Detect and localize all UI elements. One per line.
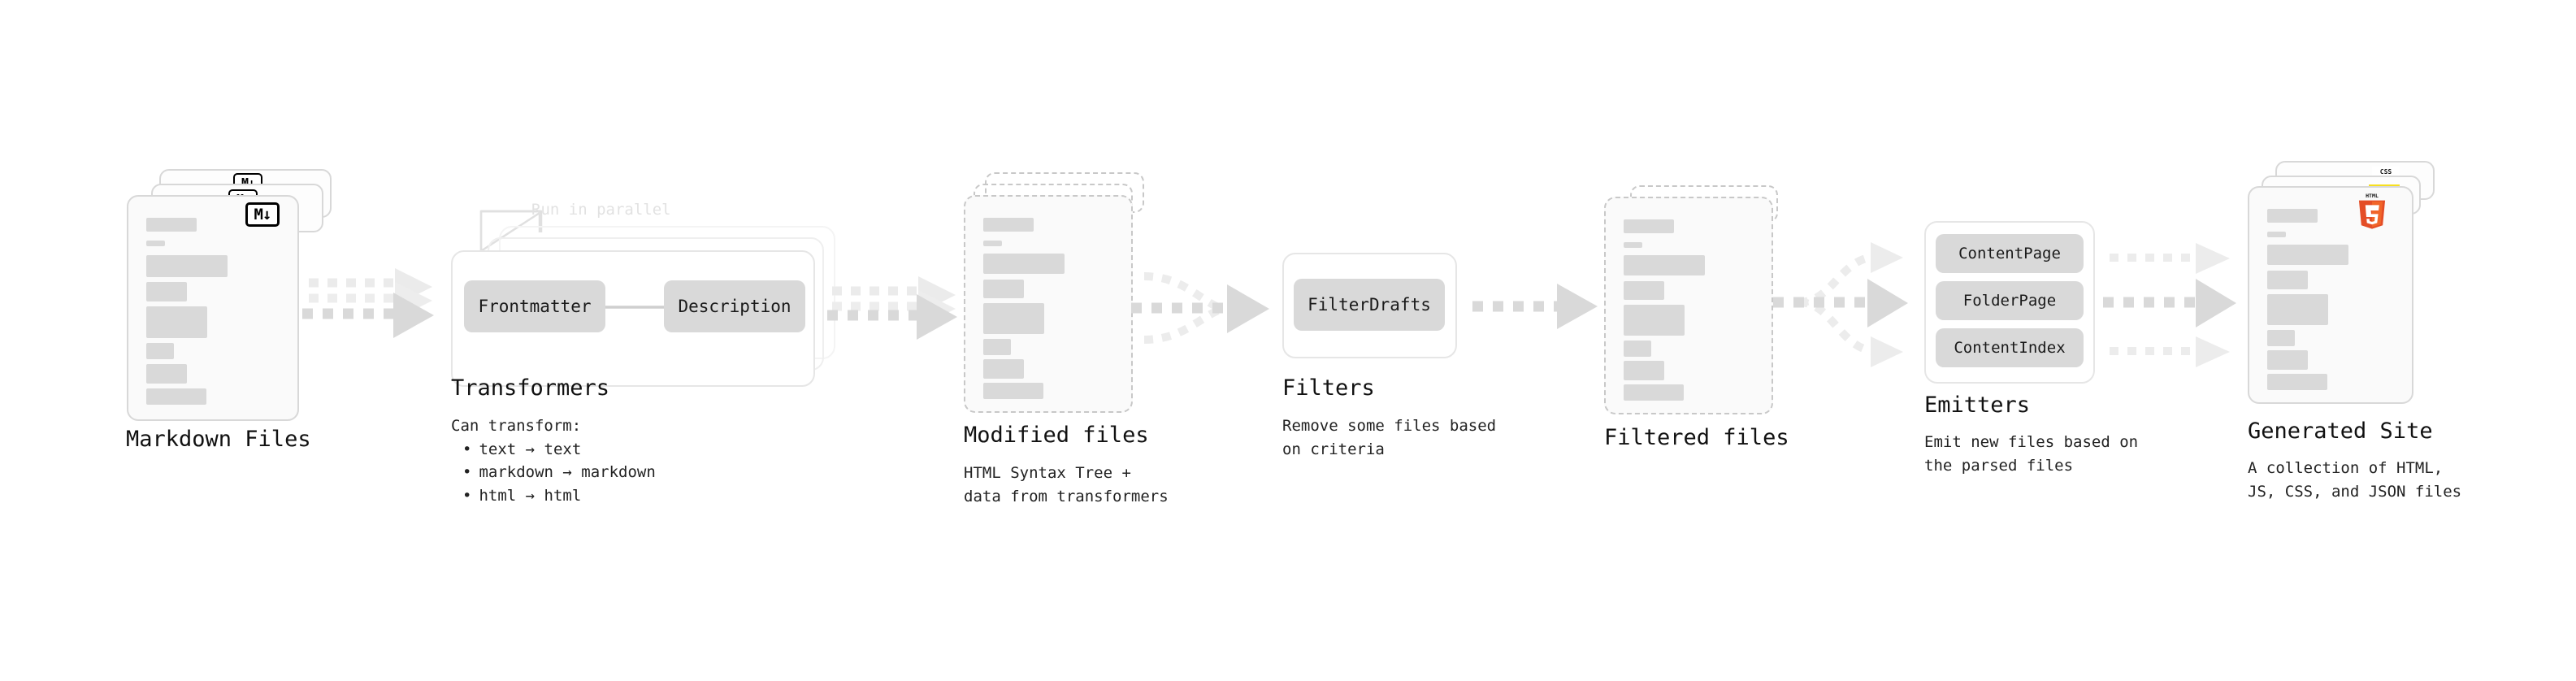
skeleton-line-2 — [983, 280, 1024, 298]
filters-description: Remove some files based on criteria — [1282, 417, 1497, 458]
skeleton-line-6 — [983, 383, 1043, 399]
skeleton-line-6 — [1624, 384, 1684, 401]
transform-item-markdown: markdown → markdown — [462, 461, 655, 484]
emitters-pill-contentindex[interactable]: ContentIndex — [1936, 328, 2084, 367]
skeleton-line-5 — [1624, 361, 1664, 380]
skeleton-title — [146, 218, 197, 232]
emitters-pill-folderpage[interactable]: FolderPage — [1936, 281, 2084, 320]
markdown-badge: M↓ — [245, 202, 280, 227]
filters-pill-filterdrafts[interactable]: FilterDrafts — [1294, 279, 1445, 331]
modified-files-heading: Modified files — [964, 423, 1149, 448]
emitters-heading: Emitters — [1924, 393, 2031, 418]
connector-modified-to-filters — [1131, 272, 1269, 344]
svg-text:HTML: HTML — [2366, 193, 2379, 199]
emitters-description: Emit new files based on the parsed files — [1924, 433, 2139, 475]
filters-heading: Filters — [1282, 375, 1375, 401]
transform-item-text: text → text — [462, 438, 656, 462]
generated-site-description: A collection of HTML, JS, CSS, and JSON … — [2248, 459, 2462, 501]
skeleton-line-1 — [983, 254, 1065, 274]
connector-emitters-to-site — [2103, 243, 2236, 367]
skeleton-line-3 — [983, 303, 1044, 334]
modified-card-front — [964, 195, 1133, 413]
skeleton-line-5 — [146, 364, 187, 384]
modified-files-description: HTML Syntax Tree + data from transformer… — [964, 464, 1169, 505]
skeleton-line-3 — [1624, 305, 1685, 336]
site-card-front — [2248, 186, 2413, 404]
skeleton-line-1 — [2267, 245, 2348, 265]
skeleton-title — [983, 218, 1034, 232]
transformers-heading: Transformers — [451, 375, 610, 401]
generated-site-heading: Generated Site — [2248, 419, 2433, 444]
emitters-pill-contentpage[interactable]: ContentPage — [1936, 234, 2084, 273]
skeleton-caption — [983, 241, 1002, 246]
transformers-pill-frontmatter: Frontmatter — [464, 280, 605, 332]
skeleton-line-5 — [983, 359, 1024, 379]
skeleton-line-2 — [146, 282, 187, 301]
filtered-card-front — [1604, 197, 1773, 414]
skeleton-line-2 — [2267, 271, 2308, 289]
skeleton-line-3 — [146, 306, 207, 338]
connector-filtered-to-emitters — [1773, 242, 1908, 367]
connector-transformers-to-modified — [827, 276, 957, 340]
skeleton-line-4 — [1624, 340, 1651, 357]
transform-item-html: html → html — [462, 484, 656, 508]
skeleton-line-6 — [146, 388, 206, 405]
html5-icon: HTML — [2358, 193, 2386, 229]
transformers-pill-description: Description — [664, 280, 805, 332]
skeleton-caption — [146, 241, 165, 246]
skeleton-line-2 — [1624, 281, 1664, 300]
skeleton-caption — [2267, 232, 2286, 237]
connector-markdown-to-transformers — [302, 268, 434, 338]
markdown-files-heading: Markdown Files — [126, 427, 311, 452]
skeleton-caption — [1624, 242, 1642, 248]
connector-filters-to-filtered — [1472, 284, 1598, 329]
transformers-description: Can transform: text → text markdown → ma… — [451, 414, 656, 507]
skeleton-title — [2267, 209, 2318, 223]
skeleton-line-5 — [2267, 350, 2308, 370]
transformers-description-title: Can transform: — [451, 417, 582, 435]
skeleton-line-4 — [2267, 330, 2295, 346]
skeleton-line-3 — [2267, 294, 2328, 325]
skeleton-line-4 — [146, 343, 174, 359]
skeleton-title — [1624, 219, 1674, 233]
markdown-card-front — [127, 195, 299, 421]
skeleton-line-1 — [1624, 255, 1705, 275]
transformers-transform-list: text → text markdown → markdown html → h… — [451, 438, 656, 508]
run-in-parallel-label: Run in parallel — [531, 201, 671, 219]
skeleton-line-4 — [983, 339, 1011, 355]
skeleton-line-1 — [146, 255, 228, 277]
skeleton-line-6 — [2267, 374, 2327, 390]
filtered-files-heading: Filtered files — [1604, 425, 1789, 450]
